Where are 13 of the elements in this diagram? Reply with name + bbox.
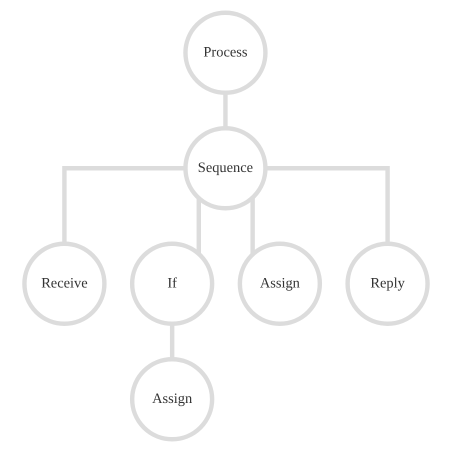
node-circle: Assign	[129, 357, 214, 442]
connector	[62, 166, 185, 244]
node-circle: Reply	[344, 242, 430, 326]
connector	[196, 198, 200, 254]
node-circle: Sequence	[182, 126, 268, 210]
connector	[265, 166, 390, 244]
node-circle: If	[129, 242, 214, 326]
node-circle: Assign	[237, 242, 322, 326]
connector	[169, 324, 174, 360]
connector	[250, 198, 254, 254]
node-circle: Process	[182, 10, 268, 95]
connector	[222, 92, 228, 128]
node-circle: Receive	[22, 242, 106, 326]
